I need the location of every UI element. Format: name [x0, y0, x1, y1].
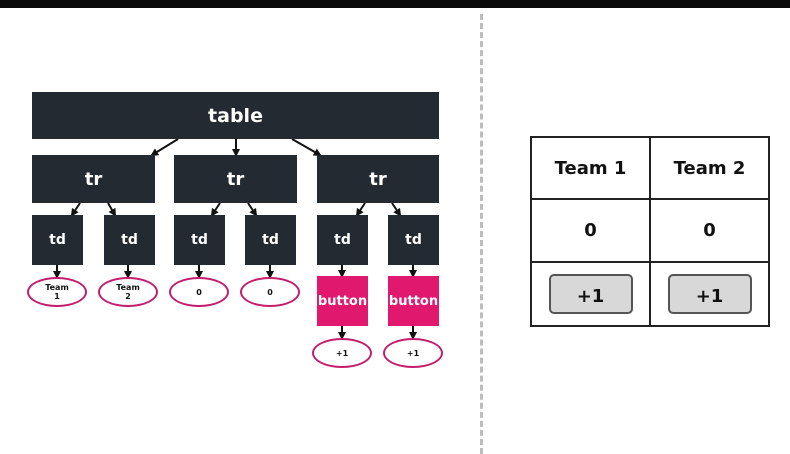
td-node-1: td — [32, 215, 83, 265]
button-node-2: button — [388, 276, 439, 326]
table-node: table — [32, 92, 439, 139]
score-team1: 0 — [530, 198, 651, 263]
edge-table-tr1 — [150, 138, 179, 157]
increment-team2-button[interactable]: +1 — [667, 274, 752, 314]
rendered-score-table: Team 1 Team 2 0 0 +1 +1 — [530, 136, 770, 327]
td-node-2: td — [104, 215, 155, 265]
header-team2: Team 2 — [649, 136, 770, 200]
button-cell-2: +1 — [649, 261, 770, 327]
leaf-text: Team — [45, 283, 69, 292]
edge-tr3-td6 — [391, 202, 402, 217]
leaf-text: +1 — [406, 348, 420, 358]
leaf-team2: Team 2 — [98, 277, 158, 307]
td-node-4: td — [245, 215, 296, 265]
leaf-text: 1 — [54, 292, 60, 301]
increment-team1-button[interactable]: +1 — [548, 274, 633, 314]
leaf-plus1-b: +1 — [383, 338, 443, 368]
td-node-5: td — [317, 215, 368, 265]
score-row: 0 0 — [530, 198, 770, 263]
leaf-score1: 0 — [169, 277, 229, 307]
top-bar — [0, 0, 790, 8]
edge-tr2-td4 — [247, 202, 258, 217]
leaf-text: +1 — [335, 348, 349, 358]
tr-node-3: tr — [317, 155, 439, 203]
edge-tr1-td1 — [70, 202, 81, 217]
tr-node-2: tr — [174, 155, 297, 203]
leaf-text: 0 — [267, 287, 273, 297]
button-node-1: button — [317, 276, 368, 326]
button-row: +1 +1 — [530, 261, 770, 327]
leaf-text: 2 — [125, 292, 131, 301]
edge-tr2-td3 — [210, 202, 221, 217]
header-team1: Team 1 — [530, 136, 651, 200]
edge-table-tr3 — [291, 138, 322, 156]
score-team2: 0 — [649, 198, 770, 263]
td-node-3: td — [174, 215, 225, 265]
td-node-6: td — [388, 215, 439, 265]
edge-tr1-td2 — [107, 202, 117, 217]
header-row: Team 1 Team 2 — [530, 136, 770, 200]
leaf-score2: 0 — [240, 277, 300, 307]
leaf-plus1-a: +1 — [312, 338, 372, 368]
leaf-text: Team — [116, 283, 140, 292]
dashed-divider — [480, 14, 483, 454]
leaf-text: 0 — [196, 287, 202, 297]
leaf-team1: Team 1 — [27, 277, 87, 307]
button-cell-1: +1 — [530, 261, 651, 327]
tree-edges — [53, 138, 417, 340]
tr-node-1: tr — [32, 155, 155, 203]
edge-tr3-td5 — [355, 202, 366, 217]
